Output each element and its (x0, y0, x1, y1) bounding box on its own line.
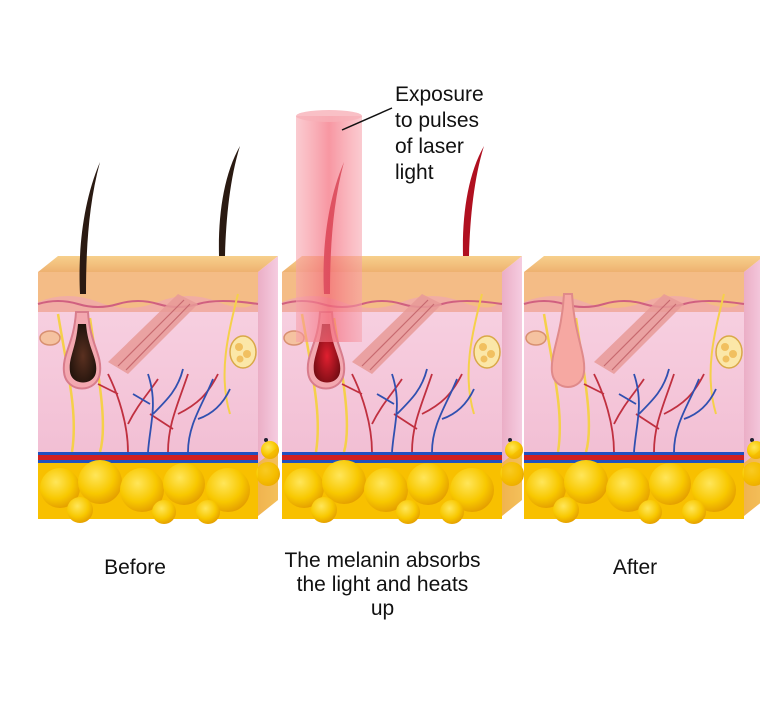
caption-line: The melanin absorbs (284, 549, 481, 572)
caption-after: After (560, 556, 710, 580)
panel-laser (280, 110, 526, 526)
annotation-line: of laser (395, 135, 464, 158)
laser-annotation: Exposure to pulses of laser light (395, 82, 525, 186)
hair-shaft (79, 162, 100, 294)
annotation-leader-line (341, 107, 393, 131)
caption-line: After (612, 556, 658, 579)
annotation-line: to pulses (395, 109, 480, 132)
caption-line: the light and heats (296, 573, 469, 596)
annotation-line: Exposure (395, 83, 484, 106)
panel-after (522, 254, 760, 526)
empty-hair-follicle (550, 293, 586, 388)
caption-before: Before (60, 556, 210, 580)
hair-bulb (69, 324, 97, 383)
panel-before (36, 146, 282, 526)
annotation-line: light (395, 161, 434, 184)
caption-line: Before (104, 556, 166, 579)
laser-beam (296, 116, 362, 342)
caption-laser: The melanin absorbs the light and heats … (255, 549, 510, 621)
caption-line: up (370, 597, 395, 620)
